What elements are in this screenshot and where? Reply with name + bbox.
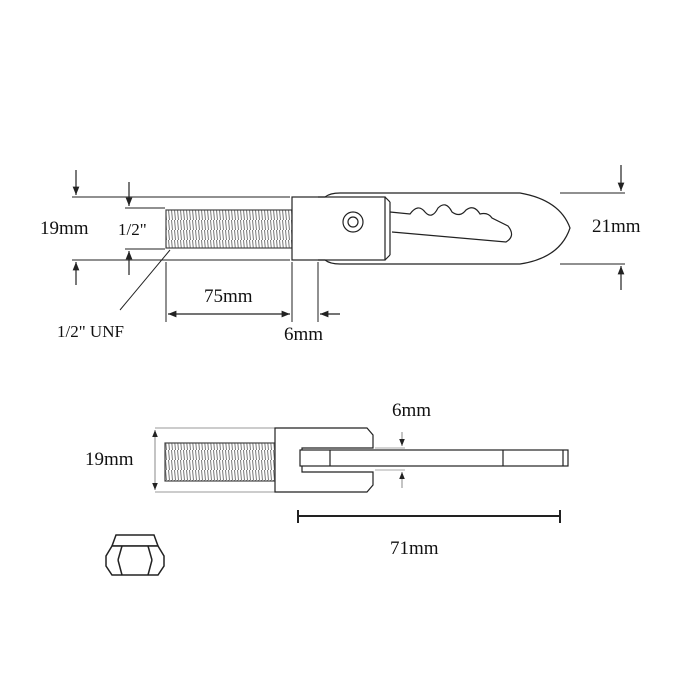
hex-nut-icon xyxy=(105,534,165,576)
top-view xyxy=(72,165,625,322)
side-view xyxy=(152,427,569,523)
thread-length-label: 75mm xyxy=(204,286,253,307)
slot-width-label: 6mm xyxy=(392,400,432,421)
blade-length-label: 71mm xyxy=(390,538,439,559)
side-overall-height-label: 19mm xyxy=(85,449,134,470)
top-overall-height-label: 19mm xyxy=(40,218,89,239)
top-thread-diameter-label: 1/2" xyxy=(118,220,147,239)
shoulder-width-label: 6mm xyxy=(284,324,324,345)
thread-spec-label: 1/2" UNF xyxy=(57,322,124,341)
blade-width-label: 21mm xyxy=(592,216,641,237)
